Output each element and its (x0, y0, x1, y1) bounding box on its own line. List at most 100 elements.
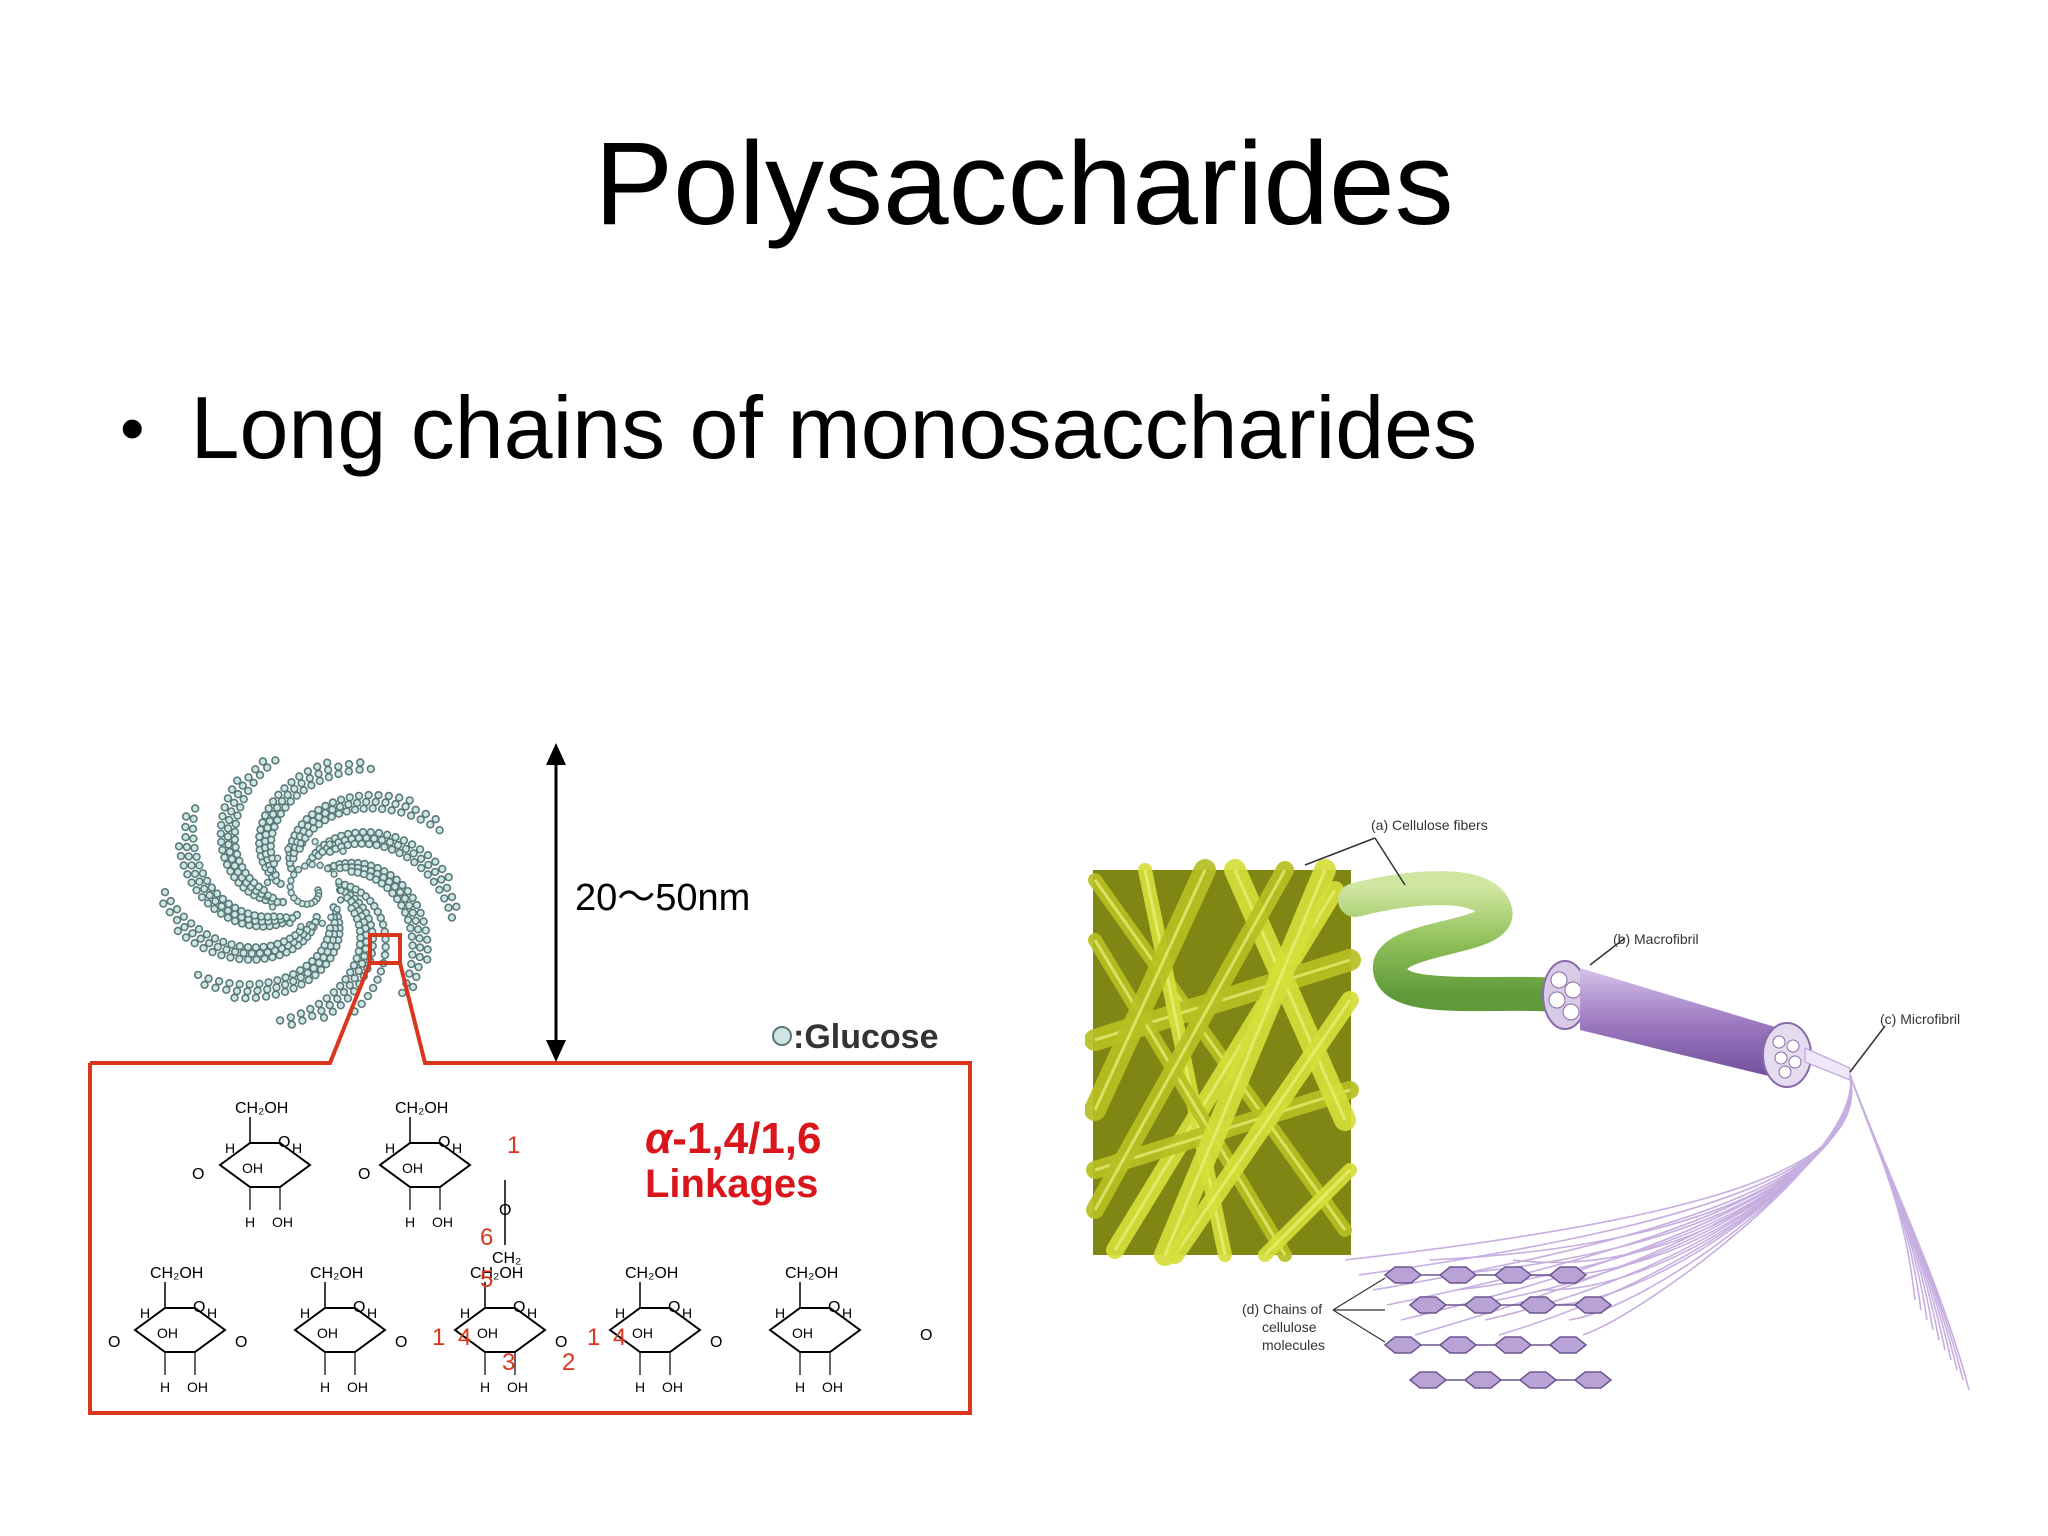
glucose-bead (328, 1007, 338, 1016)
glucose-bead (263, 948, 272, 957)
glucose-bead (290, 784, 299, 794)
glucose-bead (360, 952, 369, 961)
glycosidic-oxygen-label: O (555, 1334, 567, 1351)
label-cellulose-fibers: (a) Cellulose fibers (1371, 817, 1488, 833)
glucose-unit-hexagon (1383, 1336, 1423, 1354)
glucose-bead (363, 991, 373, 1001)
glucose-bead (281, 980, 290, 989)
glucose-bead (195, 877, 204, 886)
glucose-bead (422, 935, 432, 944)
hydrogen-label: H (480, 1379, 490, 1395)
glucose-bead (421, 809, 430, 819)
glucose-bead (271, 756, 280, 765)
amylopectin-diagram: 20～50nm :Glucose α-1,4/1,6 Linkages CH₂O… (88, 743, 972, 1415)
glucose-bead (222, 860, 232, 869)
glucose-bead (355, 765, 364, 774)
glucose-bead (323, 758, 332, 767)
carbon-number: 3 (502, 1349, 515, 1376)
glucose-bead (211, 897, 220, 906)
glucose-bead (306, 1004, 315, 1014)
glucose-bead (296, 1009, 306, 1018)
hydrogen-label: H (405, 1214, 415, 1230)
glucose-bead (189, 834, 198, 843)
glucose-bead (412, 972, 421, 982)
glucose-bead (230, 916, 240, 926)
glucose-bead (243, 943, 253, 952)
cellulose-strand (1582, 1074, 1852, 1336)
glucose-bead (264, 891, 272, 899)
glucose-bead (225, 847, 235, 857)
glucose-bead (408, 982, 418, 992)
glucose-bead (408, 941, 417, 950)
glucose-bead (266, 865, 275, 874)
glucose-bead (174, 842, 184, 851)
glucose-bead (227, 940, 236, 949)
glucose-bead (190, 869, 200, 879)
glycosidic-oxygen-label: O (358, 1166, 370, 1183)
glucose-bead (308, 860, 316, 869)
glucose-bead (311, 970, 320, 980)
slide-title: Polysaccharides (594, 118, 1454, 250)
glucose-bead (405, 796, 414, 805)
hydroxyl-label: OH (477, 1325, 498, 1341)
glucose-bead (385, 837, 395, 847)
glucose-bead (354, 966, 363, 976)
glucose-bead (435, 825, 444, 835)
glucose-bead (289, 977, 298, 986)
ring-oxygen-label: O (193, 1299, 205, 1316)
glucose-bead (255, 949, 265, 958)
glucose-bead (258, 757, 268, 766)
glucose-bead (317, 1006, 326, 1015)
hydrogen-label: H (775, 1305, 785, 1321)
glucose-bead (230, 903, 240, 913)
glucose-bead (232, 986, 242, 996)
glucose-bead (381, 798, 390, 807)
glucose-bead (190, 804, 200, 813)
glucose-bead (312, 951, 322, 961)
glucose-bead (346, 968, 355, 977)
glucose-bead (290, 870, 298, 879)
glucose-bead (230, 835, 240, 844)
glucose-bead (381, 942, 390, 952)
glucose-bead (235, 856, 244, 866)
glucose-bead (344, 800, 353, 809)
glucose-bead (181, 832, 190, 842)
glucose-bead (251, 765, 260, 774)
cellulose-strand (1849, 1074, 1928, 1321)
ch2oh-label: CH₂OH (235, 1100, 288, 1117)
glucose-bead (273, 976, 282, 985)
glucose-bead (235, 980, 244, 989)
glucose-bead (328, 798, 338, 807)
cellulose-strand (1849, 1074, 1946, 1351)
glucose-bead (318, 919, 327, 928)
glucose-unit-hexagon (1518, 1371, 1558, 1389)
cellulose-chain-strands (1344, 1074, 1970, 1391)
glucose-bead (189, 814, 198, 824)
glucose-bead (200, 980, 209, 990)
glucose-bead (396, 888, 405, 897)
glucose-bead (188, 824, 198, 834)
ring-oxygen-label: O (278, 1134, 290, 1151)
glucose-bead (193, 970, 203, 980)
glucose-bead (308, 1011, 317, 1021)
glucose-bead (376, 913, 385, 923)
hydrogen-label: H (385, 1140, 395, 1156)
glucose-bead (313, 762, 322, 771)
glucose-bead (442, 883, 452, 893)
carbon-number: 2 (562, 1349, 575, 1376)
glucose-bead (257, 912, 266, 921)
glucose-bead (286, 1013, 296, 1022)
glucose-bead (252, 955, 261, 964)
glucose-bead (271, 990, 281, 999)
glucose-bead (296, 839, 305, 848)
glucose-bead (264, 978, 273, 987)
carbon-number: 4 (613, 1324, 626, 1351)
hydroxyl-label: OH (822, 1379, 843, 1395)
glucose-bead (343, 840, 352, 850)
glucose-bead (387, 845, 397, 854)
glycosidic-oxygen-label: O (710, 1334, 722, 1351)
glucose-bead (244, 773, 253, 782)
glucose-bead (397, 808, 406, 817)
glucose-bead (356, 933, 365, 942)
glucose-bead (416, 908, 425, 918)
